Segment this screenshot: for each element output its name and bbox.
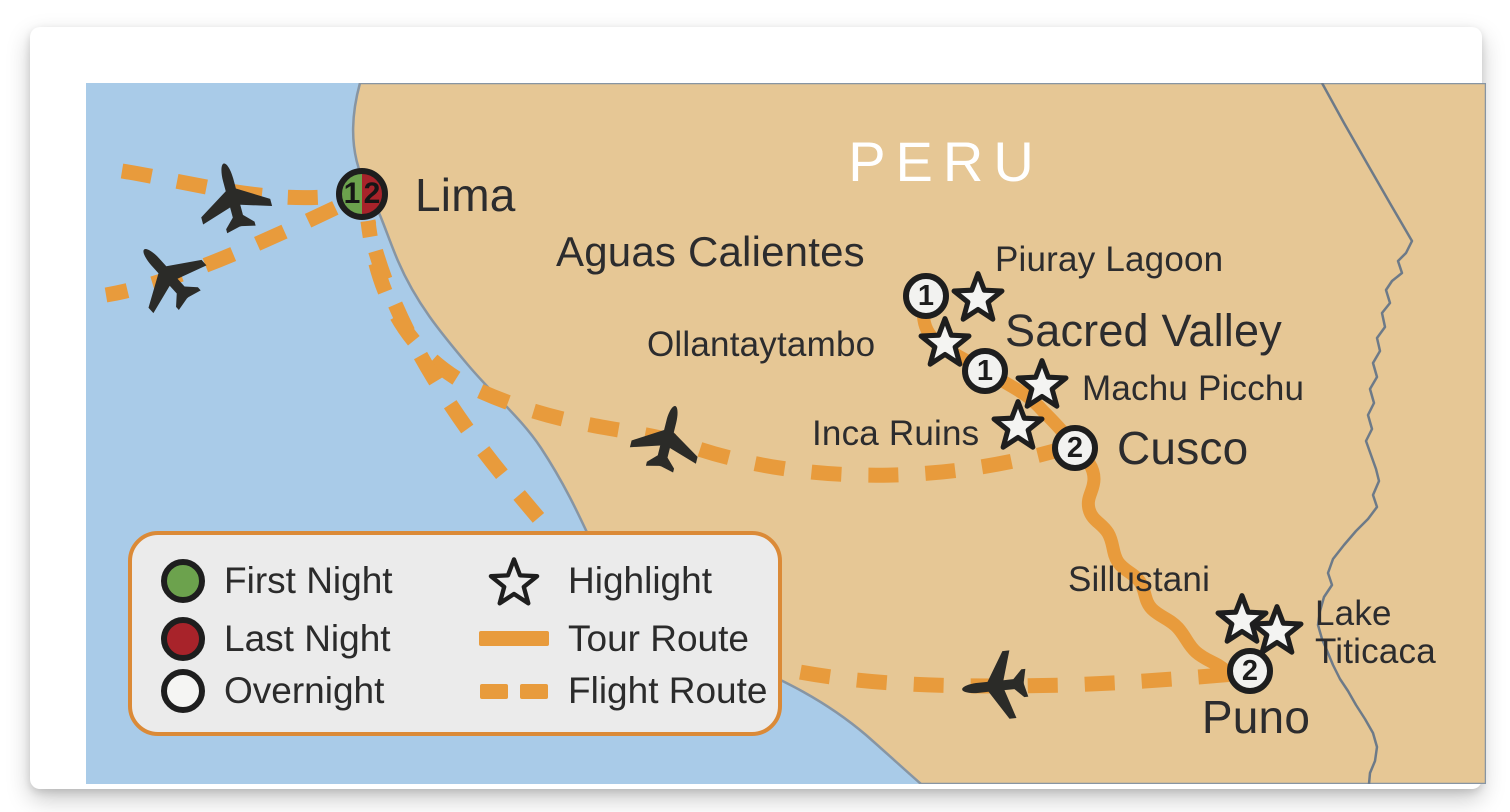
map-canvas: PERU 1 2 (86, 83, 1486, 784)
label-inca-ruins: Inca Ruins (812, 414, 980, 453)
tour-route-cusco-puno (1066, 439, 1253, 685)
marker-sacred-valley-overnight: 1 (962, 348, 1008, 394)
highlight-star-piuray-lagoon (951, 271, 1005, 322)
map-legend: First Night Highlight Last N (128, 531, 782, 736)
airplane-icon (117, 225, 217, 325)
label-cusco: Cusco (1117, 422, 1249, 474)
highlight-star-lake-titicaca (1250, 604, 1304, 655)
legend-last-night-label: Last Night (224, 617, 391, 659)
legend-row: Last Night Tour Route (154, 616, 778, 661)
legend-overnight-label: Overnight (224, 670, 385, 712)
peru-landmass (351, 83, 1486, 784)
marker-cusco-overnight: 2 (1052, 425, 1098, 471)
flight-route-lima-puno (360, 219, 1236, 694)
highlight-star-inca-ruins (991, 399, 1045, 450)
country-border-line (1316, 83, 1414, 784)
label-machu-picchu: Machu Picchu (1082, 369, 1305, 408)
highlight-star-machu-picchu (1015, 358, 1069, 409)
legend-flight-route-label: Flight Route (568, 670, 768, 712)
legend-tour-route-label: Tour Route (568, 617, 749, 659)
label-lake-line2: Titicaca (1315, 631, 1436, 671)
last-night-circle-icon (161, 616, 205, 661)
label-sacred-valley: Sacred Valley (1005, 305, 1282, 356)
flight-route-dashes-icon (480, 683, 548, 699)
highlight-star-sillustani (1215, 593, 1269, 644)
legend-first-night-label: First Night (224, 559, 393, 601)
puno-night-count: 2 (1241, 654, 1259, 687)
lima-first-night-count: 1 (343, 177, 361, 210)
legend-highlight-label: Highlight (568, 559, 712, 601)
label-sillustani: Sillustani (1068, 560, 1211, 599)
highlight-star-icon (488, 556, 540, 606)
map-base-art (104, 83, 1486, 784)
legend-row: Overnight Flight Route (154, 669, 778, 714)
country-label: PERU (848, 130, 1044, 193)
highlight-star-ollantaytambo (918, 316, 972, 367)
marker-puno-overnight: 2 (1227, 648, 1273, 694)
tour-route-line-icon (479, 631, 549, 646)
map-card: PERU 1 2 (30, 27, 1486, 789)
label-lake-titicaca: Lake Titicaca (1315, 595, 1436, 671)
label-lake-line1: Lake (1315, 594, 1392, 633)
flight-route-west (104, 190, 362, 303)
lima-last-night-count: 2 (363, 177, 381, 210)
legend-row: First Night Highlight (154, 554, 778, 608)
airplane-icon (189, 154, 276, 239)
first-night-circle-icon (161, 558, 205, 603)
cusco-night-count: 2 (1066, 431, 1084, 464)
label-lima: Lima (415, 169, 516, 221)
marker-aguas-calientes-overnight: 1 (903, 273, 949, 319)
sacred-valley-night-count: 1 (976, 354, 994, 387)
label-puno: Puno (1201, 691, 1311, 743)
flight-route-lima-cusco (360, 220, 1068, 483)
overnight-circle-icon (161, 669, 205, 714)
label-ollantaytambo: Ollantaytambo (647, 325, 876, 364)
label-aguas-calientes: Aguas Calientes (556, 228, 865, 275)
marker-lima-first-last-night: 1 2 (336, 168, 388, 220)
aguas-calientes-night-count: 1 (917, 279, 935, 312)
label-piuray-lagoon: Piuray Lagoon (995, 240, 1224, 279)
